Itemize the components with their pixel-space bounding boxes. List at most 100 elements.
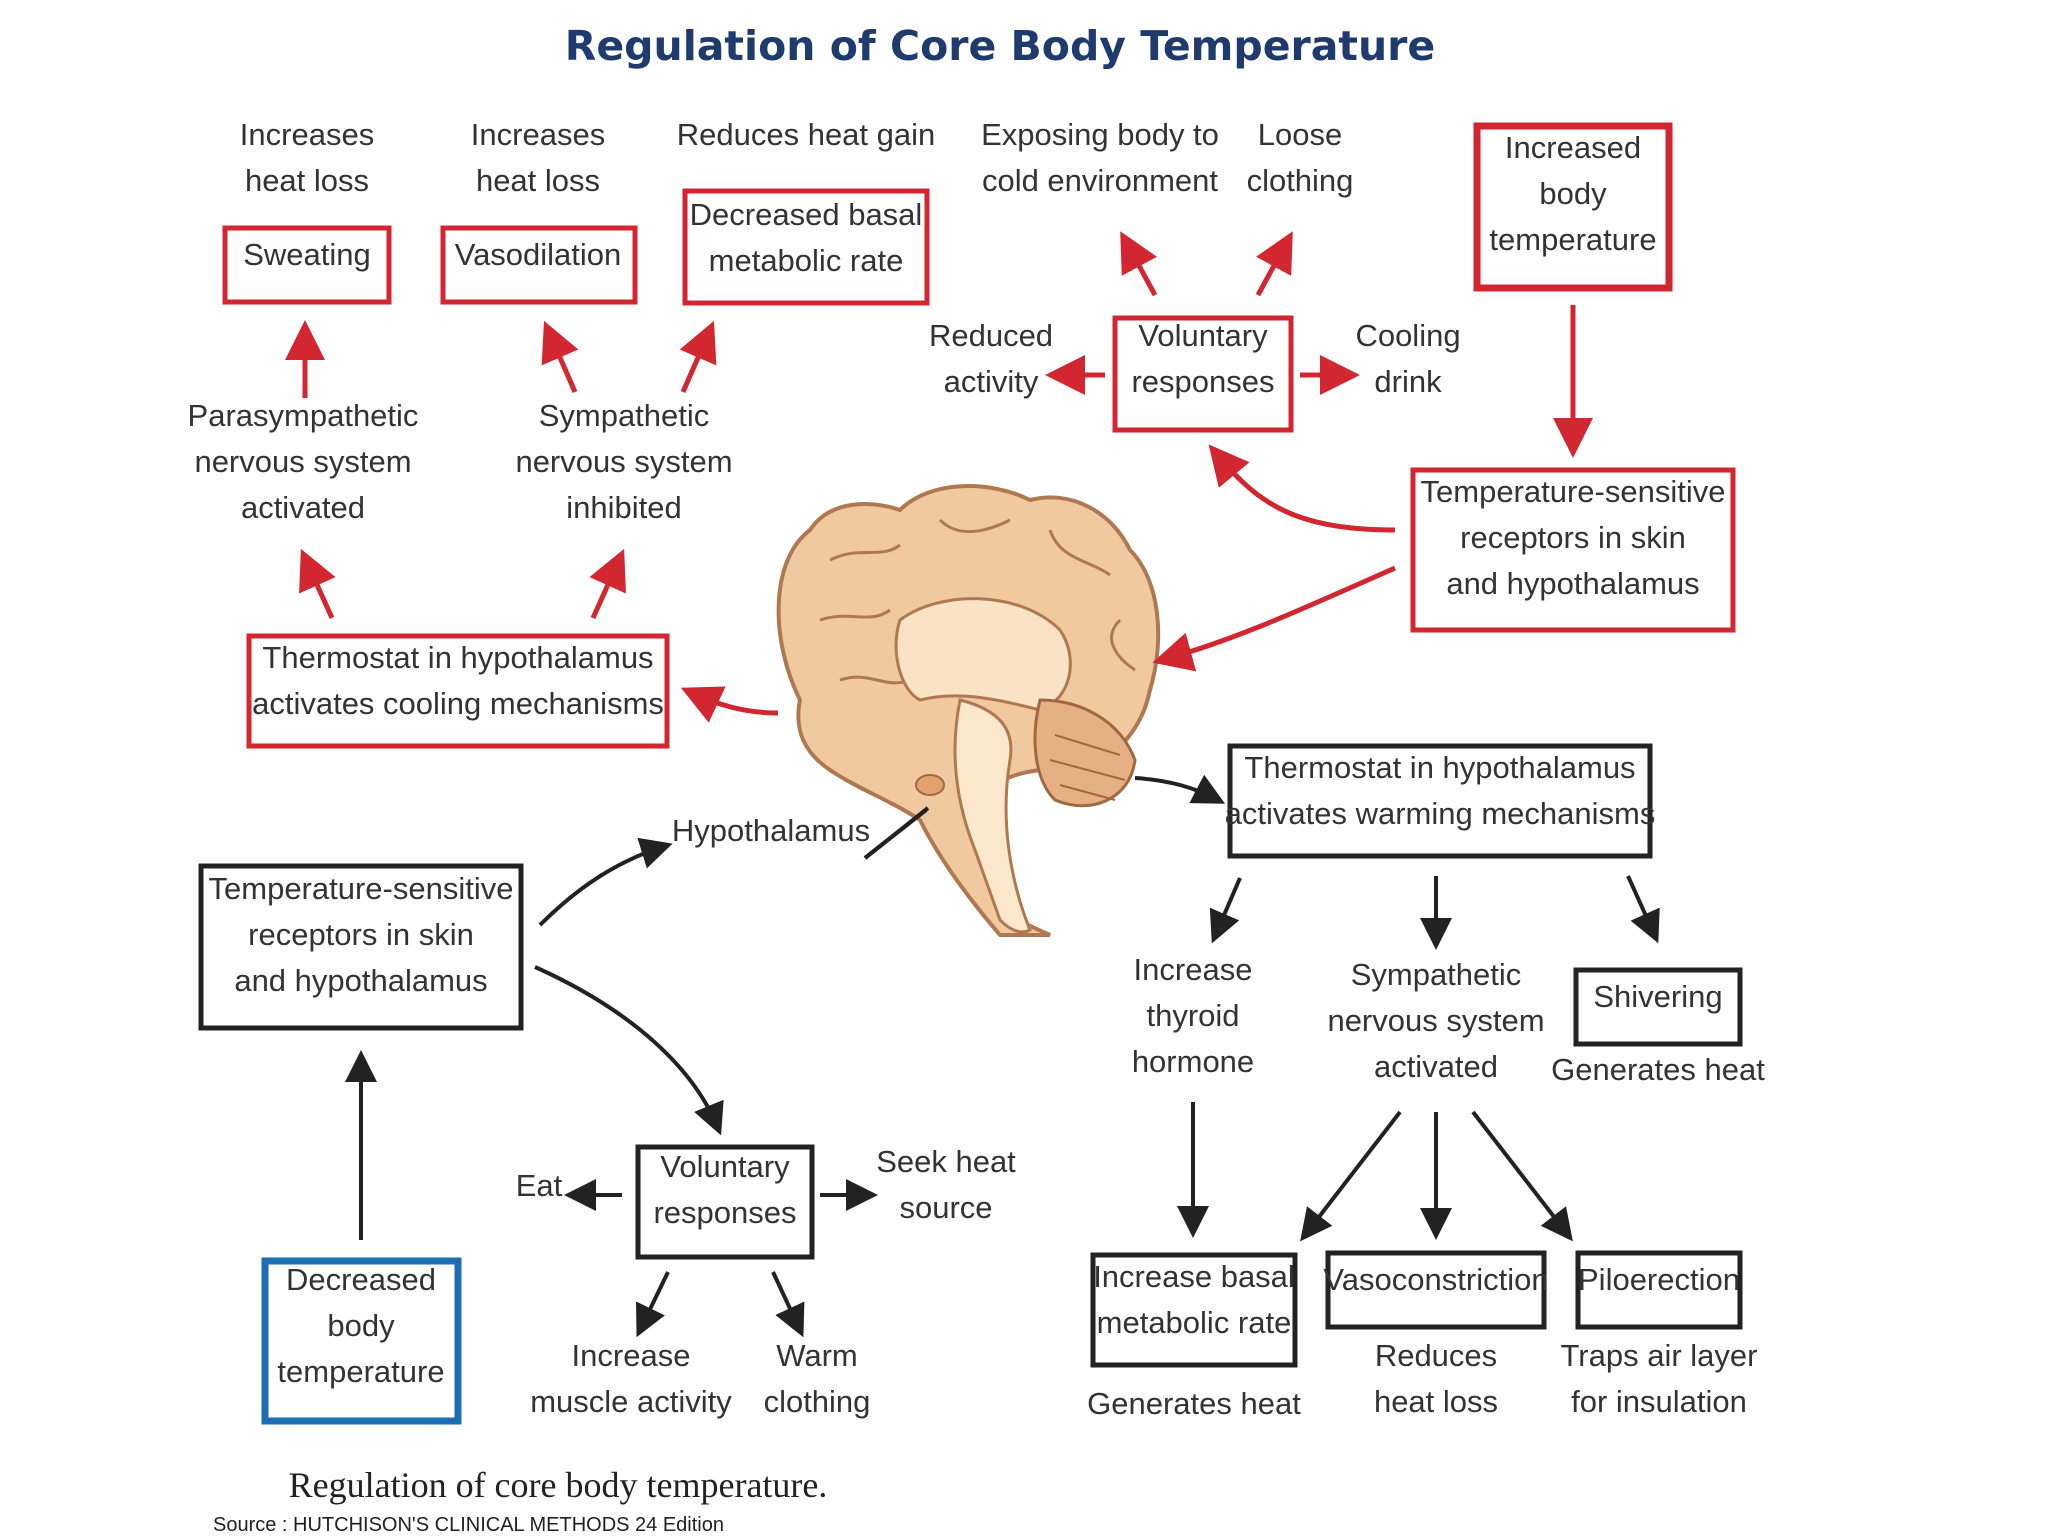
label-line: Thermostat in hypothalamus bbox=[1244, 750, 1635, 785]
vasodilation-box bbox=[440, 225, 638, 305]
decreased-basal-label: Decreased basal metabolic rate bbox=[690, 197, 923, 278]
reduced-activity-label: Reduced activity bbox=[929, 318, 1053, 399]
label-line: Increases bbox=[471, 117, 605, 152]
thermostat-warming-box bbox=[1227, 743, 1653, 859]
basal-effect-label: Reduces heat gain bbox=[677, 117, 936, 152]
label-line: Increase bbox=[1134, 952, 1253, 987]
black-arrows bbox=[345, 774, 1660, 1338]
piloerection-label: Piloerection bbox=[1578, 1262, 1740, 1297]
label-line: nervous system bbox=[1327, 1003, 1544, 1038]
shivering-effect-label: Generates heat bbox=[1551, 1052, 1765, 1087]
label-line: temperature bbox=[277, 1354, 444, 1389]
thermostat-warming-label: Thermostat in hypothalamus activates warm… bbox=[1225, 750, 1656, 831]
label-line: hormone bbox=[1132, 1044, 1254, 1079]
label-line: Shivering bbox=[1593, 979, 1722, 1014]
label-line: Temperature-sensitive bbox=[209, 871, 514, 906]
label-line: nervous system bbox=[194, 444, 411, 479]
seek-heat-label: Seek heat source bbox=[876, 1144, 1016, 1225]
label-line: Exposing body to bbox=[981, 117, 1219, 152]
label-line: Increased bbox=[1505, 130, 1641, 165]
label-line: Reduced bbox=[929, 318, 1053, 353]
label-line: Vasoconstriction bbox=[1323, 1262, 1548, 1297]
decreased-temp-box bbox=[261, 1257, 462, 1425]
label-line: Temperature-sensitive bbox=[1421, 474, 1726, 509]
label-line: Sympathetic bbox=[1351, 957, 1522, 992]
label-line: Generates heat bbox=[1087, 1386, 1301, 1421]
increase-basal-label: Increase basal metabolic rate bbox=[1093, 1259, 1295, 1340]
label-line: clothing bbox=[1247, 163, 1354, 198]
eat-label: Eat bbox=[516, 1168, 563, 1203]
label-line: activity bbox=[944, 364, 1039, 399]
label-line: responses bbox=[1131, 364, 1274, 399]
label-line: Vasodilation bbox=[455, 237, 622, 272]
labels: Increases heat loss Sweating Increases hea… bbox=[188, 117, 1766, 1421]
vasodilation-effect-label: Increases heat loss bbox=[471, 117, 605, 198]
label-line: metabolic rate bbox=[709, 243, 904, 278]
label-line: body bbox=[1539, 176, 1607, 211]
label-line: cold environment bbox=[982, 163, 1218, 198]
label-line: Sweating bbox=[243, 237, 371, 272]
label-line: clothing bbox=[764, 1384, 871, 1419]
label-line: drink bbox=[1374, 364, 1442, 399]
label-line: Parasympathetic bbox=[188, 398, 419, 433]
page-title: Regulation of Core Body Temperature bbox=[564, 22, 1436, 70]
label-line: metabolic rate bbox=[1097, 1305, 1292, 1340]
label-line: thyroid bbox=[1146, 998, 1239, 1033]
label-line: heat loss bbox=[245, 163, 369, 198]
source-credit: Source : HUTCHISON'S CLINICAL METHODS 24… bbox=[213, 1514, 724, 1536]
label-line: Decreased basal bbox=[690, 197, 923, 232]
label-line: Thermostat in hypothalamus bbox=[262, 640, 653, 675]
vasoconstriction-label: Vasoconstriction bbox=[1323, 1262, 1548, 1297]
label-line: activated bbox=[1374, 1049, 1498, 1084]
label-line: Traps air layer bbox=[1561, 1338, 1758, 1373]
receptors-top-box bbox=[1410, 467, 1736, 633]
label-line: activated bbox=[241, 490, 365, 525]
sweating-box bbox=[222, 225, 392, 305]
label-line: nervous system bbox=[515, 444, 732, 479]
label-line: muscle activity bbox=[530, 1384, 732, 1419]
label-line: Piloerection bbox=[1578, 1262, 1740, 1297]
vasoconstriction-box bbox=[1325, 1250, 1547, 1330]
label-line: Decreased bbox=[286, 1262, 436, 1297]
label-line: heat loss bbox=[476, 163, 600, 198]
label-line: Cooling bbox=[1355, 318, 1460, 353]
label-line: responses bbox=[653, 1195, 796, 1230]
label-line: heat loss bbox=[1374, 1384, 1498, 1419]
label-line: source bbox=[899, 1190, 992, 1225]
shivering-box bbox=[1573, 967, 1743, 1047]
decreased-basal-box bbox=[682, 188, 930, 306]
boxes bbox=[198, 122, 1743, 1425]
label-line: receptors in skin bbox=[248, 917, 474, 952]
hypothalamus-pointer bbox=[863, 806, 930, 860]
sweating-label: Sweating bbox=[243, 237, 371, 272]
label-line: body bbox=[327, 1308, 395, 1343]
increase-basal-box bbox=[1090, 1252, 1298, 1368]
label-line: activates warming mechanisms bbox=[1225, 796, 1656, 831]
label-line: and hypothalamus bbox=[1446, 566, 1699, 601]
receptors-top-label: Temperature-sensitive receptors in skin an… bbox=[1421, 474, 1726, 601]
voluntary-bottom-label: Voluntary responses bbox=[653, 1149, 796, 1230]
label-line: Generates heat bbox=[1551, 1052, 1765, 1087]
receptors-bottom-box bbox=[198, 863, 524, 1031]
increased-temp-box bbox=[1473, 122, 1673, 292]
label-line: receptors in skin bbox=[1460, 520, 1686, 555]
voluntary-top-box bbox=[1112, 315, 1294, 433]
piloerection-effect-label: Traps air layer for insulation bbox=[1561, 1338, 1758, 1419]
cooling-drink-label: Cooling drink bbox=[1355, 318, 1460, 399]
label-line: Increase basal bbox=[1093, 1259, 1295, 1294]
label-line: Voluntary bbox=[660, 1149, 790, 1184]
decreased-temp-label: Decreased body temperature bbox=[277, 1262, 444, 1389]
label-line: Seek heat bbox=[876, 1144, 1016, 1179]
hypothalamus-label: Hypothalamus bbox=[672, 813, 870, 848]
label-line: Increases bbox=[240, 117, 374, 152]
label-line: for insulation bbox=[1571, 1384, 1747, 1419]
label-line: Reduces heat gain bbox=[677, 117, 936, 152]
increase-thyroid-label: Increase thyroid hormone bbox=[1132, 952, 1254, 1079]
